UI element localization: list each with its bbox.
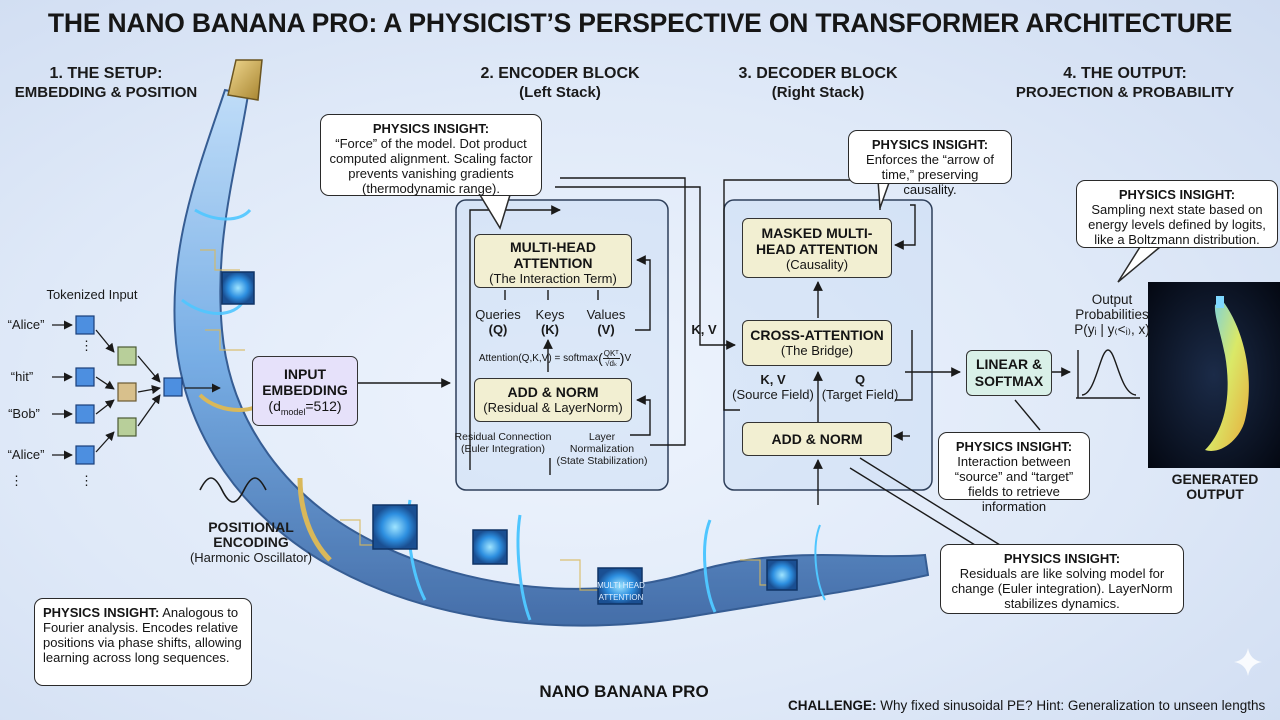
token-item: “hit” [10,369,34,384]
token-ellipsis: ⋮ [10,473,23,488]
challenge-text: CHALLENGE: Why fixed sinusoidal PE? Hint… [788,698,1266,713]
insight-head: PHYSICS INSIGHT: [1118,187,1236,202]
insight-encoder: PHYSICS INSIGHT: “Force” of the model. D… [320,114,542,196]
section-decoder-line1: 3. DECODER BLOCK [738,65,898,82]
insight-body: Enforces the “arrow of time,” preserving… [866,152,994,197]
section-decoder-line2: (Right Stack) [771,84,865,101]
insight-output: PHYSICS INSIGHT: Sampling next state bas… [1076,180,1278,248]
encoder-mha-title2: ATTENTION [513,255,593,271]
token-cubes [52,315,221,465]
section-decoder: 3. DECODER BLOCK (Right Stack) [728,64,908,102]
positional-encoding-label: POSITIONAL ENCODING (Harmonic Oscillator… [176,519,326,566]
linear-softmax-block: LINEAR & SOFTMAX [966,350,1052,396]
insight-residual: PHYSICS INSIGHT: Residuals are like solv… [940,544,1184,614]
insight-positional: PHYSICS INSIGHT: Analogous to Fourier an… [34,598,252,686]
kv-bridge-label: K, V [691,322,717,337]
input-embedding-title2: EMBEDDING [262,382,348,398]
section-output-line2: PROJECTION & PROBABILITY [1015,84,1235,101]
encoder-addnorm-title: ADD & NORM [507,384,599,400]
section-setup: 1. THE SETUP: EMBEDDING & POSITION [0,64,212,102]
decoder-masked-title1: MASKED MULTI- [761,225,873,241]
decoder-addnorm-block: ADD & NORM [742,422,892,456]
decoder-masked-sub: (Causality) [785,257,849,272]
chip-label: MULTI HEAD ATTENTION [597,581,645,602]
queries-label: Queries(Q) [475,307,521,337]
cross-attention-block: CROSS-ATTENTION (The Bridge) [742,320,892,366]
token-item: “Bob” [8,406,40,421]
cross-attention-sub: (The Bridge) [780,343,854,358]
tokenized-input-label: Tokenized Input [46,287,138,302]
encoder-addnorm-block: ADD & NORM (Residual & LayerNorm) [474,378,632,422]
insight-body: “Force” of the model. Dot product comput… [329,136,533,196]
probability-curve-icon [1076,349,1140,399]
insight-masked: PHYSICS INSIGHT: Enforces the “arrow of … [848,130,1012,197]
linear-title2: SOFTMAX [974,373,1044,389]
residual-connection-label: Residual Connection(Euler Integration) [454,431,552,455]
attention-formula: Attention(Q,K,V) = softmax ( QKᵀ √dₖ ) V [478,348,632,368]
token-ellipsis: ⋮ [80,473,93,488]
encoder-mha-title1: MULTI-HEAD [509,239,597,255]
section-encoder-line2: (Left Stack) [519,84,601,101]
insight-head: PHYSICS INSIGHT: [871,137,989,152]
decoder-masked-mha-block: MASKED MULTI- HEAD ATTENTION (Causality) [742,218,892,278]
positional-title1: POSITIONAL [208,519,294,535]
positional-title2: ENCODING [213,534,289,550]
page-title: THE NANO BANANA PRO: A PHYSICIST’S PERSP… [47,8,1233,38]
linear-title1: LINEAR & [975,356,1043,372]
insight-head: PHYSICS INSIGHT: [372,121,490,136]
insight-cross: PHYSICS INSIGHT: Interaction between “so… [938,432,1090,514]
banana-robot [173,59,930,627]
input-embedding-title1: INPUT [284,366,326,382]
input-embedding-block: INPUT EMBEDDING (dmodel=512) [252,356,358,426]
input-embedding-dim: (dmodel=512) [268,398,342,417]
insight-body: Analogous to Fourier analysis. Encodes r… [43,605,242,665]
insight-body: Interaction between “source” and “target… [954,454,1074,514]
sine-wave-icon [199,477,267,503]
keys-label: Keys(K) [535,307,565,337]
section-output-line1: 4. THE OUTPUT: [1063,65,1187,82]
encoder-addnorm-sub: (Residual & LayerNorm) [483,400,623,415]
section-output: 4. THE OUTPUT: PROJECTION & PROBABILITY [995,64,1255,102]
encoder-mha-block: MULTI-HEAD ATTENTION (The Interaction Te… [474,234,632,288]
source-field-label: K, V(Source Field) [732,372,814,402]
sparkle-icon [1234,648,1262,676]
positional-sub: (Harmonic Oscillator) [189,550,313,565]
decoder-addnorm-title: ADD & NORM [771,431,863,447]
section-encoder: 2. ENCODER BLOCK (Left Stack) [470,64,650,102]
cross-attention-title: CROSS-ATTENTION [750,327,884,343]
brand-label: NANO BANANA PRO [539,682,709,701]
values-label: Values(V) [586,307,626,337]
decoder-masked-title2: HEAD ATTENTION [755,241,879,257]
section-setup-line1: 1. THE SETUP: [49,65,163,82]
token-item: “Alice” [7,317,45,332]
target-field-label: Q(Target Field) [821,372,899,402]
token-ellipsis: ⋮ [80,338,93,353]
insight-body: Residuals are like solving model for cha… [951,566,1173,611]
insight-head: PHYSICS INSIGHT: [43,605,160,620]
insight-head: PHYSICS INSIGHT: [1003,551,1121,566]
insight-head: PHYSICS INSIGHT: [955,439,1073,454]
insight-body: Sampling next state based on energy leve… [1088,202,1266,247]
section-setup-line2: EMBEDDING & POSITION [14,84,198,101]
generated-output-image [1148,282,1280,468]
encoder-mha-sub: (The Interaction Term) [489,271,617,286]
token-item: “Alice” [7,447,45,462]
section-encoder-line1: 2. ENCODER BLOCK [480,65,640,82]
